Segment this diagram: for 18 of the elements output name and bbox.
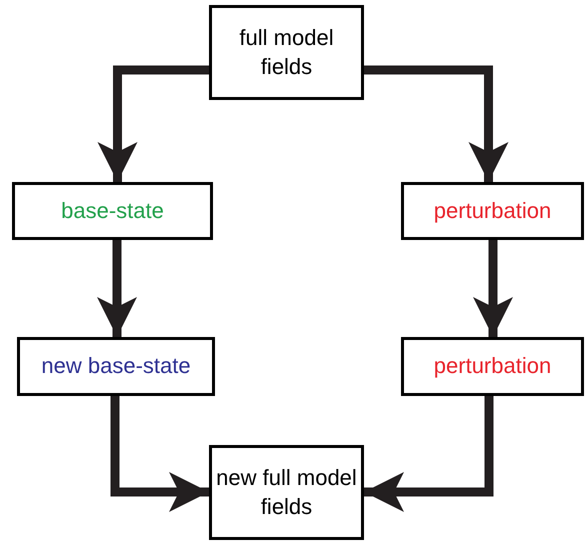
box-label: base-state [61,196,164,225]
process-box [401,337,584,396]
arrow [364,66,508,182]
process-box [17,337,215,396]
process-box [209,5,364,100]
box-label: perturbation [434,352,552,380]
box-label: new base-state [41,352,191,380]
process-box [209,445,364,540]
arrow [110,396,209,512]
arrow [364,396,494,512]
box-label: new full model fields [216,464,357,520]
arrow [97,240,137,337]
process-box [401,182,584,240]
arrow [473,240,513,337]
arrow [98,66,209,182]
box-label: perturbation [434,196,552,225]
box-label: full model fields [238,24,335,80]
process-box [12,182,213,240]
